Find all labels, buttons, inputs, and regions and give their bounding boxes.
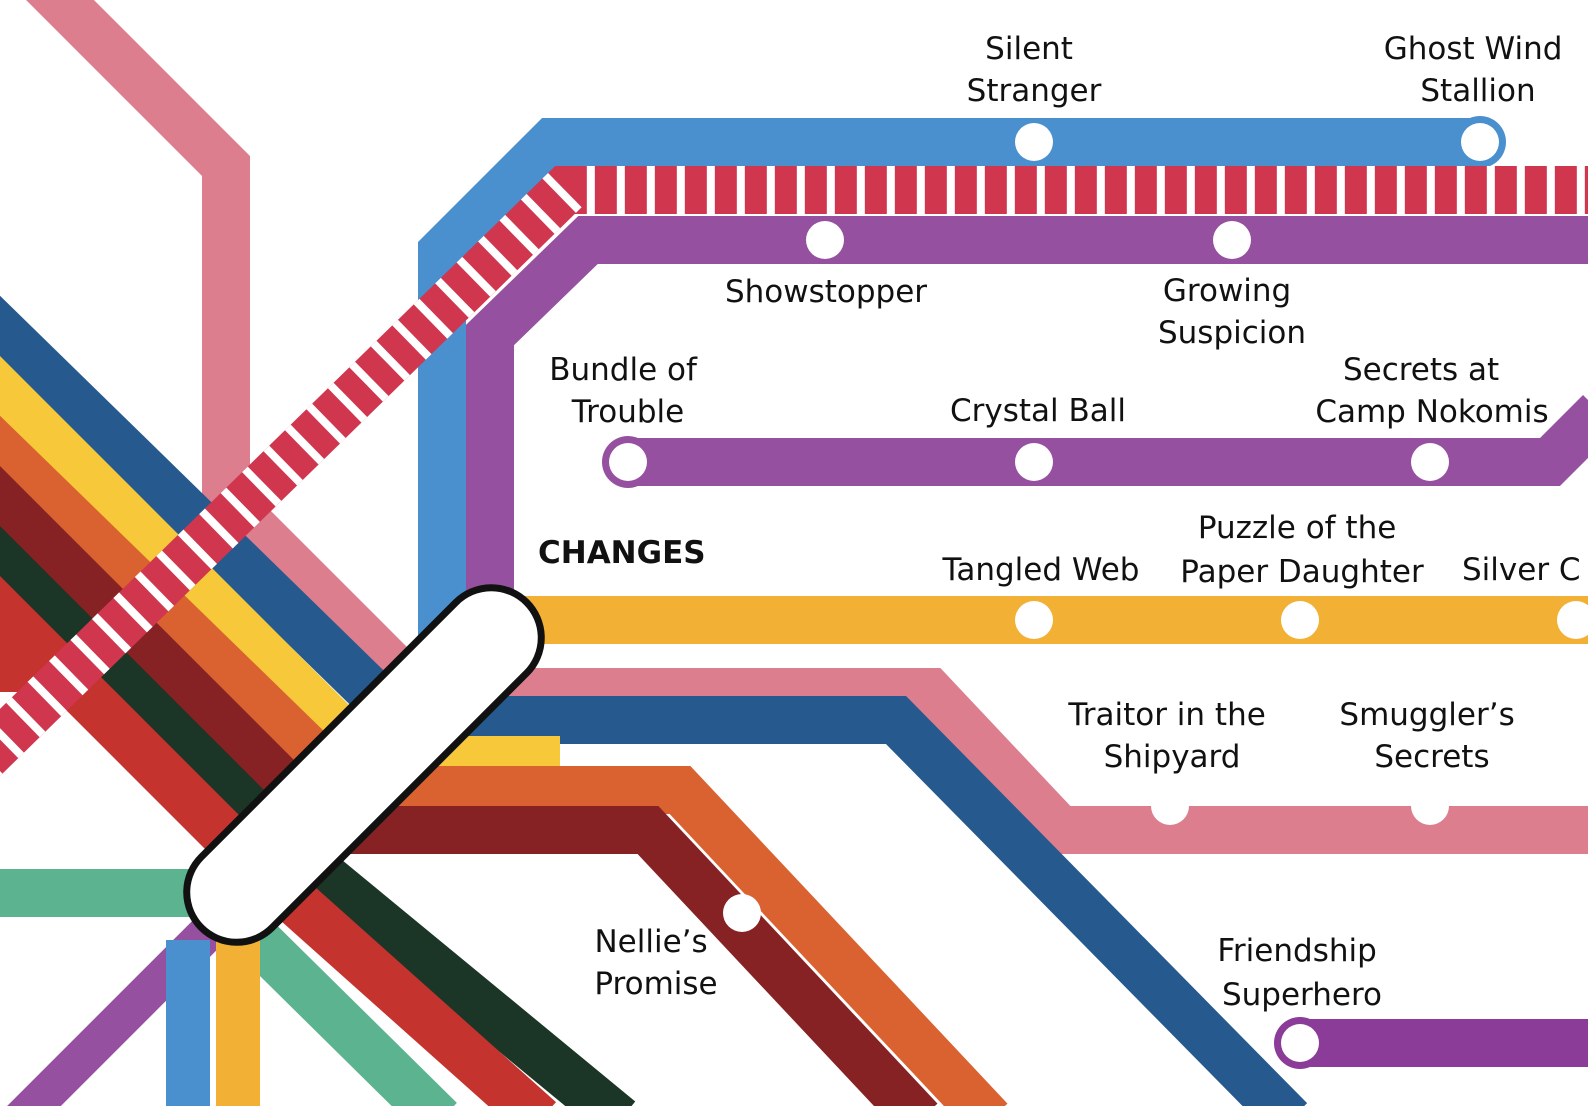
station-secrets-camp-nokomis[interactable] [1411, 443, 1449, 481]
label-growing-suspicion: Growing Suspicion [1158, 273, 1306, 351]
line-navy [0, 295, 1308, 1106]
line-red-striped-ticks [0, 166, 1588, 777]
station-puzzle-paper-daughter[interactable] [1281, 601, 1319, 639]
station-ghost-wind-stallion[interactable] [1461, 123, 1499, 161]
label-crystal-ball: Crystal Ball [950, 393, 1126, 429]
hub-capsule[interactable] [166, 567, 562, 963]
label-silent-stranger: Silent Stranger [967, 31, 1102, 109]
label-secrets-camp-nokomis: Secrets at Camp Nokomis [1315, 352, 1548, 430]
label-tangled-web: Tangled Web [942, 552, 1140, 588]
station-silent-stranger[interactable] [1015, 123, 1053, 161]
label-nellies-promise: Nellie’s Promise [594, 924, 717, 1002]
station-smugglers-secrets[interactable] [1411, 787, 1449, 825]
station-silver[interactable] [1557, 601, 1588, 639]
line-purple-inner [628, 395, 1588, 486]
station-friendship-superhero[interactable] [1281, 1024, 1319, 1062]
station-traitor-shipyard[interactable] [1151, 787, 1189, 825]
station-nellies-promise[interactable] [723, 894, 761, 932]
label-traitor-shipyard: Traitor in the Shipyard [1067, 697, 1275, 775]
label-puzzle-paper-daughter: Puzzle of the Paper Daughter [1180, 510, 1424, 590]
station-growing-suspicion[interactable] [1213, 221, 1251, 259]
label-ghost-wind-stallion: Ghost Wind Stallion [1384, 31, 1573, 109]
label-showstopper: Showstopper [725, 274, 927, 310]
station-crystal-ball[interactable] [1015, 443, 1053, 481]
label-bundle-of-trouble: Bundle of Trouble [549, 352, 707, 430]
label-smugglers-secrets: Smuggler’s Secrets [1339, 697, 1524, 775]
station-bundle-of-trouble[interactable] [609, 443, 647, 481]
hub-label: CHANGES [538, 535, 706, 571]
label-friendship-superhero: Friendship Superhero [1217, 933, 1386, 1013]
line-maroon [0, 466, 938, 1106]
station-tangled-web[interactable] [1015, 601, 1053, 639]
station-showstopper[interactable] [806, 221, 844, 259]
label-silver: Silver C [1462, 552, 1581, 588]
line-purple [466, 216, 1588, 600]
